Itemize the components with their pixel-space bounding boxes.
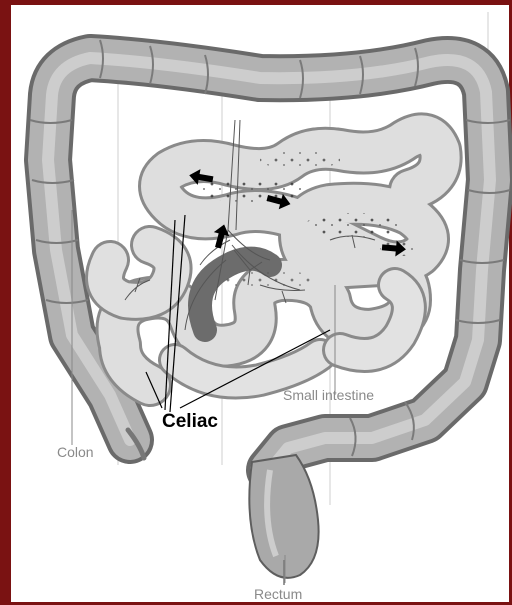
small-intestine-label: Small intestine — [283, 387, 374, 403]
celiac-callout: Celiac — [162, 411, 218, 433]
rectum-label: Rectum — [254, 586, 302, 602]
colon-label: Colon — [57, 444, 94, 460]
rectum — [249, 455, 318, 585]
